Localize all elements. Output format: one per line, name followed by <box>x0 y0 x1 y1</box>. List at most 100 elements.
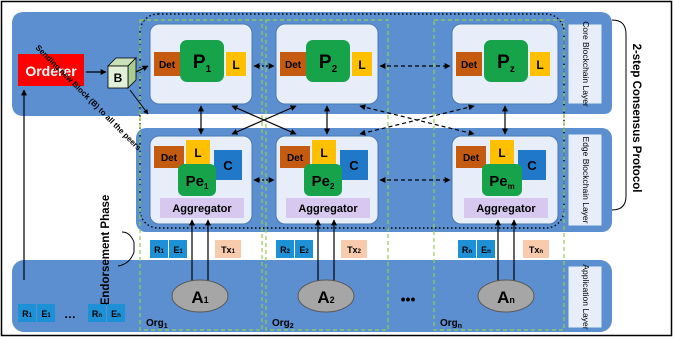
endorsement-label: Endorsement Phase <box>100 195 112 306</box>
protocol-label: 2-step Consensus Protocol <box>630 44 642 193</box>
org-n: Rn En Txn An Orgn <box>440 219 549 330</box>
svg-text:R2: R2 <box>280 245 291 255</box>
edge-layer-label: Edge Blockchain Layer <box>581 137 591 224</box>
orderer-label: Orderer <box>25 63 77 79</box>
org-column-1 <box>139 19 263 331</box>
svg-text:L: L <box>536 58 543 72</box>
det-box <box>456 146 486 168</box>
svg-text:Det: Det <box>161 153 178 164</box>
svg-text:Tx2: Tx2 <box>347 245 362 255</box>
peer-connections <box>198 63 508 183</box>
r-box <box>150 240 168 258</box>
svg-text:E1: E1 <box>41 309 51 319</box>
peer-node <box>482 164 522 196</box>
peer-node <box>178 164 216 196</box>
svg-text:A1: A1 <box>191 288 208 307</box>
svg-text:Aggregator: Aggregator <box>298 203 358 215</box>
tx-box <box>523 240 549 258</box>
svg-text:P2: P2 <box>319 52 338 75</box>
tx-box <box>215 240 241 258</box>
core-peer-1: Det P1 L <box>149 23 253 105</box>
svg-text:L: L <box>498 146 505 160</box>
svg-text:Pe2: Pe2 <box>312 173 335 191</box>
svg-text:Rn: Rn <box>92 309 103 319</box>
svg-text:R1: R1 <box>154 245 165 255</box>
svg-text:C: C <box>527 158 537 173</box>
aggregator-box <box>286 198 370 218</box>
svg-text:Det: Det <box>159 60 176 71</box>
peer-node <box>304 164 342 196</box>
ledger-box <box>312 140 336 164</box>
contract-box <box>340 150 368 180</box>
block-cube: B <box>107 57 137 89</box>
contract-box <box>214 150 242 180</box>
aggregator-box <box>160 198 244 218</box>
svg-text:…: … <box>64 307 76 321</box>
core-peer-2: Det P2 L <box>275 23 379 105</box>
svg-text:C: C <box>223 158 233 173</box>
peer-node <box>306 40 350 82</box>
e-box <box>169 240 187 258</box>
svg-text:L: L <box>194 146 201 160</box>
svg-text:Det: Det <box>285 60 302 71</box>
e-box <box>295 240 313 258</box>
svg-text:R1: R1 <box>22 309 33 319</box>
e-box <box>477 240 495 258</box>
svg-text:Aggregator: Aggregator <box>476 203 536 215</box>
det-box <box>280 52 306 76</box>
svg-text:Pe1: Pe1 <box>186 173 209 191</box>
svg-text:L: L <box>358 58 365 72</box>
ledger-box <box>490 140 514 164</box>
ledger-box <box>186 140 210 164</box>
org-1: R1 E1 Tx1 A1 Org1 <box>146 219 241 330</box>
svg-text:Tx1: Tx1 <box>221 245 236 255</box>
svg-text:P1: P1 <box>193 52 212 75</box>
client-node <box>477 279 535 313</box>
result-list: R1 E1 … Rn En <box>18 304 125 322</box>
svg-text:En: En <box>111 309 121 319</box>
contract-box <box>518 150 546 180</box>
more-orgs-dots: ••• <box>401 291 416 307</box>
tx-box <box>341 240 367 258</box>
svg-text:Rn: Rn <box>462 245 473 255</box>
svg-text:C: C <box>349 158 359 173</box>
svg-text:Aggregator: Aggregator <box>172 203 232 215</box>
org-column-n <box>433 19 565 331</box>
core-peer-z: Det Pz L <box>451 23 559 105</box>
svg-text:Orgn: Orgn <box>440 318 462 330</box>
svg-text:E2: E2 <box>299 245 309 255</box>
client-node <box>171 279 229 313</box>
svg-text:L: L <box>232 58 239 72</box>
det-box <box>154 146 184 168</box>
application-layer-label: Application Layer <box>581 264 591 329</box>
ledger-box <box>352 52 372 76</box>
svg-text:A2: A2 <box>317 288 334 307</box>
svg-text:Pem: Pem <box>489 173 514 191</box>
svg-text:Org2: Org2 <box>272 318 294 330</box>
ledger-box <box>226 52 246 76</box>
svg-text:L: L <box>320 146 327 160</box>
ledger-box <box>530 52 550 76</box>
peer-node <box>180 40 224 82</box>
svg-text:E1: E1 <box>173 245 183 255</box>
client-node <box>297 279 355 313</box>
block-label: B <box>114 71 123 85</box>
org-column-2 <box>265 19 389 331</box>
orderer-box <box>18 54 84 86</box>
svg-text:Det: Det <box>463 153 480 164</box>
svg-text:Det: Det <box>287 153 304 164</box>
core-layer-label: Core Blockchain Layer <box>581 21 591 107</box>
edge-peer-m: Det L C Pem Aggregator <box>451 135 559 225</box>
aggregator-box <box>464 198 548 218</box>
edge-peer-1: Det L C Pe1 Aggregator <box>149 135 253 225</box>
svg-text:En: En <box>481 245 491 255</box>
org-2: R2 E2 Tx2 A2 Org2 <box>272 219 367 330</box>
det-box <box>154 52 180 76</box>
peer-node <box>484 40 528 82</box>
svg-text:Org1: Org1 <box>146 318 168 330</box>
det-box <box>280 146 310 168</box>
edge-peer-2: Det L C Pe2 Aggregator <box>275 135 379 225</box>
svg-text:An: An <box>497 288 515 307</box>
r-box <box>458 240 476 258</box>
